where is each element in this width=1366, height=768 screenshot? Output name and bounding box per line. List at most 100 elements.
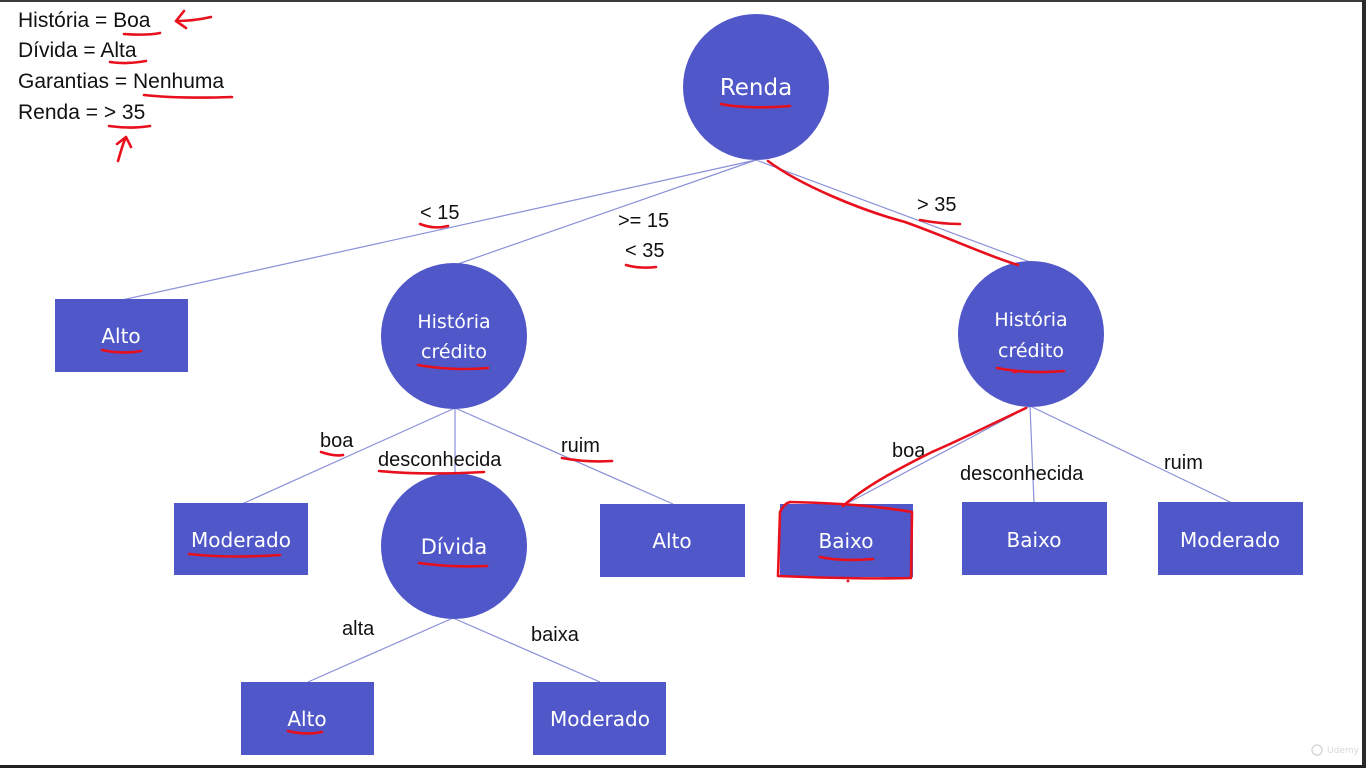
underline-renda-node (719, 102, 792, 109)
ink-dot (846, 579, 850, 583)
node-historia-right-label-1: História (994, 309, 1067, 331)
leaf-alto-left-label: Alto (101, 324, 140, 348)
underline-gt35-edge (918, 218, 962, 226)
leaf-alto-left-box (55, 299, 188, 372)
condition-renda-attr: Renda = (18, 101, 98, 124)
tree-edges (121, 159, 1231, 683)
underline-historia-right (995, 366, 1066, 374)
bottom-border (0, 765, 1366, 768)
condition-divida-attr: Dívida = (18, 39, 96, 62)
leaf-alto-ruim: Alto (600, 504, 745, 577)
underline-gt35 (107, 124, 152, 129)
condition-renda-value: > 35 (104, 101, 145, 124)
arrow-boa-icon (174, 9, 213, 30)
edge-labels: < 15 >= 15 < 35 > 35 boa desconhecida ru… (320, 194, 1203, 646)
edge-historia-right-moderado (1029, 405, 1231, 503)
leaf-baixo-desc-box (962, 502, 1107, 575)
underline-moderado-left (187, 552, 282, 558)
watermark-logo-icon (1311, 744, 1323, 756)
leaf-baixo-boa-label: Baixo (819, 529, 874, 553)
leaf-baixo-boa: Baixo (780, 504, 913, 577)
leaf-moderado-right-box (1158, 502, 1303, 575)
underline-alto-divida (286, 729, 324, 735)
node-historia-left-label-1: História (417, 311, 490, 333)
node-renda-label: Renda (720, 75, 792, 101)
top-border (0, 0, 1366, 2)
leaf-moderado-divida: Moderado (533, 682, 666, 755)
highlight-path-gt35 (766, 159, 1020, 267)
edge-renda-historia-left (454, 159, 757, 266)
edge-label-boa-right: boa (892, 440, 926, 462)
leaf-alto-divida-box (241, 682, 374, 755)
node-historia-left-label-2: crédito (421, 341, 487, 363)
node-historia-left-shape (381, 263, 527, 409)
edge-historia-alto (454, 407, 674, 505)
underline-baixo-boa (818, 555, 875, 562)
edge-renda-historia-right (755, 159, 1031, 263)
edge-label-desc-left: desconhecida (378, 449, 502, 471)
leaf-moderado-right: Moderado (1158, 502, 1303, 575)
leaf-moderado-divida-box (533, 682, 666, 755)
edge-label-ruim-left: ruim (561, 435, 600, 457)
underline-alto-left (100, 348, 143, 354)
underline-historia-left (416, 363, 490, 371)
node-renda: Renda (683, 14, 829, 160)
leaf-baixo-desc-label: Baixo (1007, 528, 1062, 552)
node-historia-credito-left: História crédito (381, 263, 527, 409)
edge-divida-alto (307, 617, 454, 683)
node-historia-right-shape (958, 261, 1104, 407)
edge-label-gt35: > 35 (917, 194, 956, 216)
underline-alta (108, 59, 148, 65)
leaf-moderado-divida-label: Moderado (550, 707, 650, 731)
leaf-alto-divida: Alto (241, 682, 374, 755)
underline-divida-node (417, 561, 489, 568)
condition-garantias: Garantias = Nenhuma (18, 70, 224, 93)
red-annotations (100, 9, 1066, 735)
edge-label-boa-left: boa (320, 430, 354, 452)
condition-garantias-value: Nenhuma (133, 70, 224, 93)
condition-garantias-attr: Garantias = (18, 70, 127, 93)
underline-boa (122, 31, 162, 36)
underline-desc-left (377, 469, 486, 475)
node-historia-credito-right: História crédito (958, 261, 1104, 407)
edge-label-ge15: >= 15 (618, 210, 669, 232)
watermark-text: Udemy (1327, 746, 1360, 756)
underline-lt35 (624, 263, 658, 269)
edge-historia-right-baixo-boa (845, 405, 1031, 505)
leaf-moderado-left: Moderado (174, 503, 308, 575)
condition-historia-attr: História = (18, 9, 107, 32)
edge-label-alta: alta (342, 618, 375, 640)
udemy-watermark: Udemy (1311, 744, 1360, 756)
condition-divida: Dívida = Alta (18, 39, 137, 62)
node-historia-right-label-2: crédito (998, 340, 1064, 362)
underline-ruim-left (560, 456, 614, 463)
condition-divida-value: Alta (100, 39, 137, 62)
condition-historia-value: Boa (113, 9, 151, 32)
leaf-baixo-boa-box (780, 504, 913, 577)
underline-nenhuma (142, 93, 234, 99)
leaf-alto-left: Alto (55, 299, 188, 372)
leaf-baixo-desc: Baixo (962, 502, 1107, 575)
node-divida-shape (381, 473, 527, 619)
edge-label-lt35: < 35 (625, 240, 664, 262)
arrow-up-icon (115, 135, 133, 163)
underline-lt15 (418, 222, 450, 229)
node-renda-shape (683, 14, 829, 160)
edge-label-lt15: < 15 (420, 202, 459, 224)
node-divida-label: Dívida (421, 535, 487, 559)
node-divida: Dívida (381, 473, 527, 619)
edge-label-ruim-right: ruim (1164, 452, 1203, 474)
condition-renda: Renda = > 35 (18, 101, 145, 124)
highlight-box-baixo (776, 500, 914, 580)
right-border (1362, 0, 1366, 768)
leaf-alto-ruim-box (600, 504, 745, 577)
leaf-moderado-left-box (174, 503, 308, 575)
leaf-moderado-right-label: Moderado (1180, 528, 1280, 552)
edge-divida-moderado (452, 617, 601, 683)
leaf-moderado-left-label: Moderado (191, 528, 291, 552)
leaf-alto-divida-label: Alto (287, 707, 326, 731)
edge-label-desc-right: desconhecida (960, 463, 1084, 485)
conditions-list: História = Boa Dívida = Alta Garantias =… (18, 9, 224, 124)
condition-historia: História = Boa (18, 9, 151, 32)
